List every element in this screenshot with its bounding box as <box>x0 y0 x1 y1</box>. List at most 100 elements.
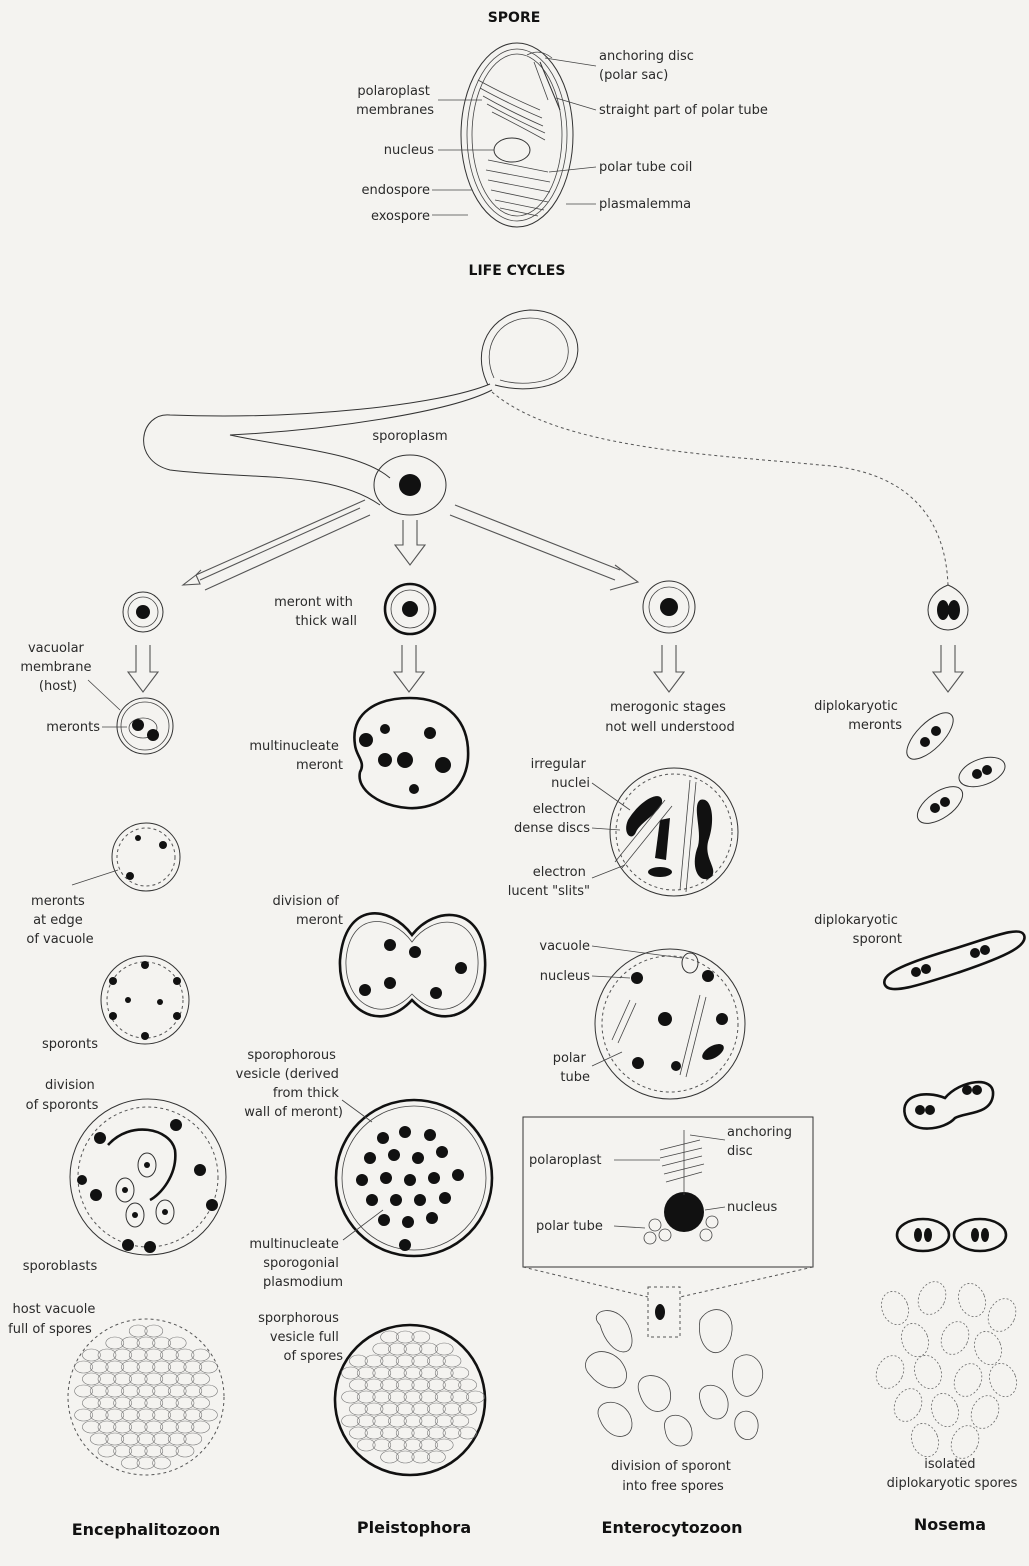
nucleus-dot <box>436 1146 448 1158</box>
label-isolated-spores: isolated diplokaryotic spores <box>887 1457 1018 1491</box>
label-division-meront: division of meront <box>272 894 343 928</box>
spore-outline <box>427 1379 445 1391</box>
nucleus-dot <box>380 1172 392 1184</box>
spore-outline <box>342 1415 360 1427</box>
leader-irregular-nuclei <box>592 783 630 810</box>
spore-heading: SPORE <box>488 10 541 26</box>
leader-inset-polar-tube <box>614 1226 645 1228</box>
spore-outline <box>443 1427 461 1439</box>
pleistophora-spore-cluster <box>342 1331 485 1463</box>
spore-outline <box>459 1427 477 1439</box>
spore-outline <box>466 1391 484 1403</box>
label-multinucleate-meront: multinucleate meront <box>249 739 343 773</box>
nucleus-dot <box>356 1174 368 1186</box>
label-inset-anchoring-disc: anchoring disc <box>727 1125 796 1159</box>
spore-outline <box>342 1367 360 1379</box>
spore-outline <box>404 1391 422 1403</box>
label-irregular-nuclei: irregular nuclei <box>531 757 590 791</box>
spore-outline <box>349 1355 367 1367</box>
label-division-sporonts: division of sporonts <box>26 1078 99 1113</box>
nucleus-dot <box>428 1172 440 1184</box>
leader-inset-nucleus <box>705 1207 725 1210</box>
branch-arrows <box>183 500 638 590</box>
spore-outline <box>381 1451 399 1463</box>
spore-outline <box>365 1403 383 1415</box>
spore-outline <box>427 1451 445 1463</box>
nucleus-dot <box>452 1169 464 1181</box>
spore-outline <box>404 1343 422 1355</box>
spore-outline <box>349 1403 367 1415</box>
isolated-spore <box>897 1320 933 1361</box>
spore-outline <box>349 1379 367 1391</box>
spore-outline <box>404 1439 422 1451</box>
spore-outline <box>435 1343 453 1355</box>
label-diplokaryotic-meronts: diplokaryotic meronts <box>814 699 902 733</box>
label-spore-nucleus: nucleus <box>384 143 434 158</box>
label-inset-polaroplast: polaroplast <box>529 1153 602 1168</box>
isolated-spore <box>966 1391 1004 1433</box>
label-division-sporont: division of sporont into free spores <box>611 1459 735 1494</box>
nucleus-dot <box>426 1212 438 1224</box>
spore-outline <box>459 1403 477 1415</box>
label-endospore: endospore <box>362 183 430 198</box>
isolated-spore <box>913 1277 951 1319</box>
nucleus-dot <box>399 1239 411 1251</box>
label-diplokaryotic-sporont: diplokaryotic sporont <box>814 913 902 947</box>
isolated-spore <box>910 1352 946 1393</box>
nucleus-dot <box>399 1126 411 1138</box>
label-vesicle-full-of-spores: sporphorous vesicle full of spores <box>258 1311 343 1364</box>
label-sporoblasts: sporoblasts <box>23 1259 98 1274</box>
label-polar-tube-coil: polar tube coil <box>599 160 692 175</box>
label-ent-polar-tube: polar tube <box>553 1051 590 1085</box>
pleistophora-stages <box>335 584 492 1475</box>
leader-sporophorous <box>342 1100 372 1122</box>
leader-electron-dense <box>592 828 620 830</box>
label-inset-polar-tube: polar tube <box>536 1219 603 1234</box>
spore-outline <box>443 1403 461 1415</box>
genus-enterocytozoon: Enterocytozoon <box>602 1518 743 1537</box>
spore-outline <box>388 1343 406 1355</box>
isolated-spore <box>871 1351 909 1393</box>
spore-outline <box>381 1355 399 1367</box>
label-sporonts: sporonts <box>42 1037 98 1052</box>
spore-outline <box>435 1439 453 1451</box>
spore-outline <box>388 1439 406 1451</box>
spore-outline <box>420 1343 438 1355</box>
label-anchoring-disc: anchoring disc (polar sac) <box>599 49 698 83</box>
label-sporophorous-vesicle: sporophorous vesicle (derived from thick… <box>236 1048 343 1120</box>
label-exospore: exospore <box>371 209 430 224</box>
nucleus-dot <box>439 1192 451 1204</box>
label-polaroplast-membranes: polaroplast membranes <box>356 84 434 118</box>
nucleus-dot <box>414 1194 426 1206</box>
spore-outline <box>404 1415 422 1427</box>
spore-illustration <box>461 43 573 227</box>
leader-vacuolar <box>88 680 120 710</box>
isolated-spore <box>907 1420 943 1461</box>
nucleus-dot <box>412 1152 424 1164</box>
genus-pleistophora: Pleistophora <box>357 1518 471 1537</box>
spore-outline <box>420 1415 438 1427</box>
germinating-spore <box>144 310 948 585</box>
nucleus-dot <box>402 1216 414 1228</box>
isolated-spore <box>949 1359 987 1401</box>
nucleus-dot <box>404 1174 416 1186</box>
isolated-spore <box>927 1390 963 1431</box>
spore-outline <box>365 1379 383 1391</box>
label-merogonic-stages: merogonic stages not well understood <box>605 700 735 735</box>
spore-outline <box>443 1379 461 1391</box>
label-sporoplasm: sporoplasm <box>372 429 447 444</box>
spore-outline <box>420 1391 438 1403</box>
nucleus-dot <box>388 1149 400 1161</box>
spore-outline <box>365 1355 383 1367</box>
label-straight-polar-tube: straight part of polar tube <box>599 103 768 118</box>
spore-outline <box>365 1427 383 1439</box>
nucleus-dot <box>364 1152 376 1164</box>
leader-inset-anchoring <box>690 1135 725 1140</box>
isolated-spore <box>983 1294 1021 1336</box>
spore-leader-lines <box>432 58 596 215</box>
spore-outline <box>381 1379 399 1391</box>
label-host-vacuole: host vacuole full of spores <box>8 1302 99 1337</box>
spore-outline <box>443 1355 461 1367</box>
spore-outline <box>381 1331 399 1343</box>
